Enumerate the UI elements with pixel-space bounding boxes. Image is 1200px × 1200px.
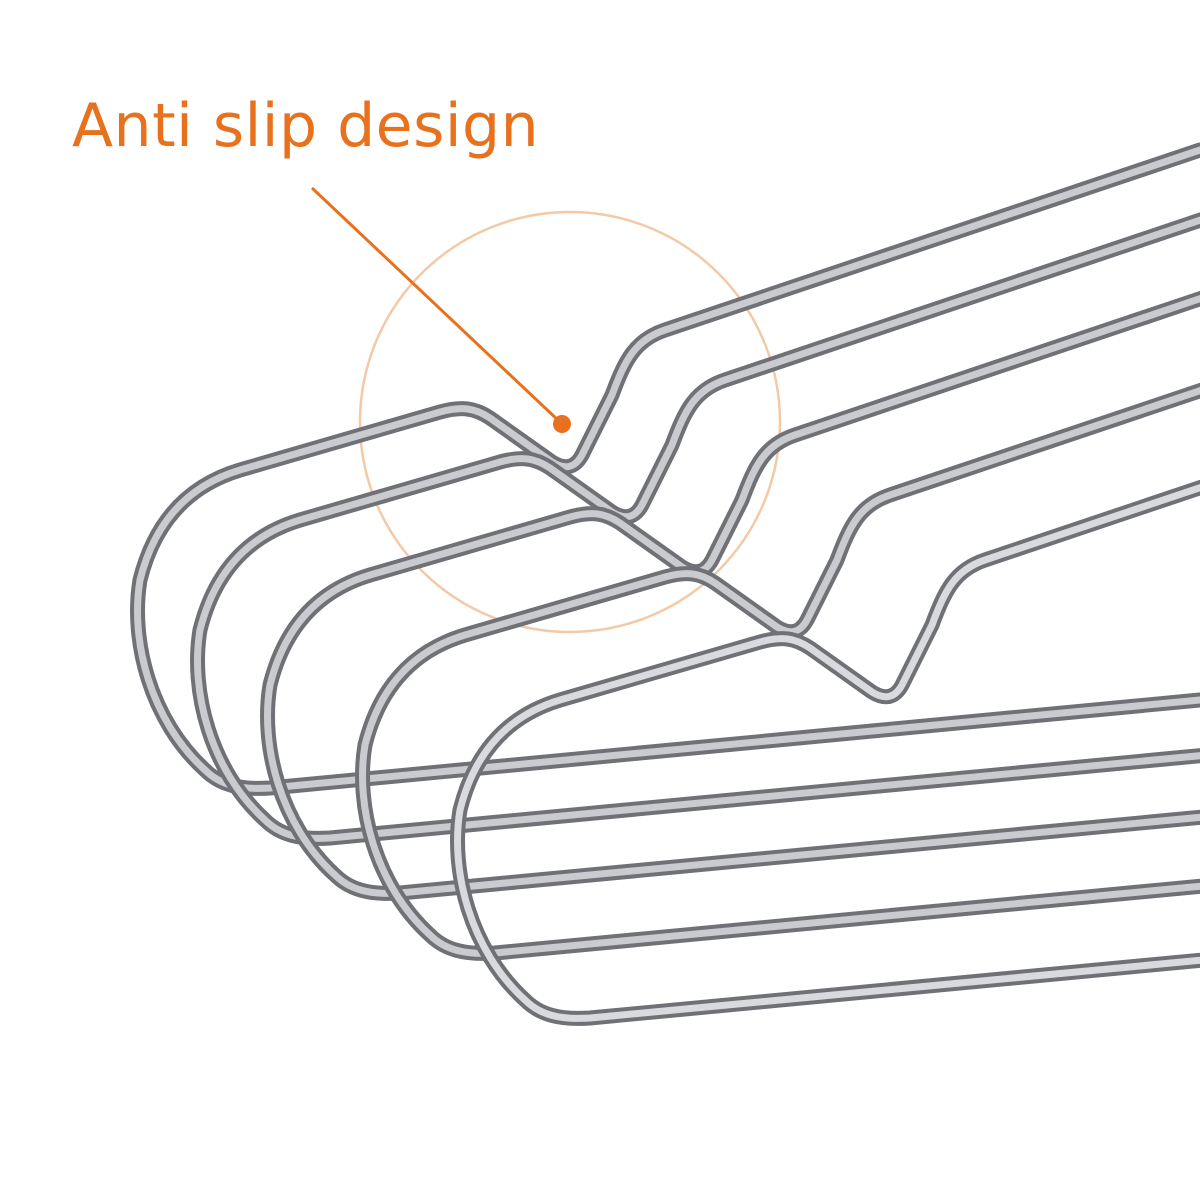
hanger-stack bbox=[138, 150, 1200, 1018]
callout-dot bbox=[553, 415, 571, 433]
callout-label: Anti slip design bbox=[72, 91, 540, 161]
callout-line bbox=[310, 186, 562, 424]
hanger-1 bbox=[138, 150, 1200, 788]
highlight-circle bbox=[358, 210, 782, 634]
